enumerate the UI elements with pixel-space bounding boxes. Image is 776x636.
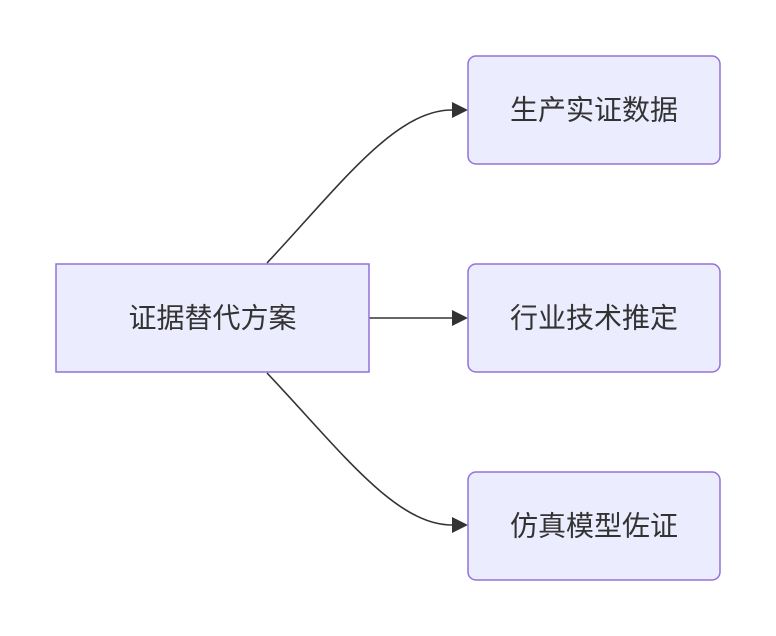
node-c[interactable]: 仿真模型佐证 — [467, 471, 721, 581]
edge-root-to-c — [266, 372, 453, 526]
arrowhead-b — [452, 310, 468, 326]
node-b-label: 行业技术推定 — [510, 302, 678, 335]
node-root[interactable]: 证据替代方案 — [55, 263, 370, 373]
arrowhead-c — [452, 517, 468, 533]
arrowhead-a — [452, 102, 468, 118]
node-c-label: 仿真模型佐证 — [510, 510, 678, 543]
node-c-box — [467, 471, 721, 581]
node-a[interactable]: 生产实证数据 — [467, 55, 721, 165]
node-root-box — [55, 263, 370, 373]
node-b[interactable]: 行业技术推定 — [467, 263, 721, 373]
node-root-label: 证据替代方案 — [128, 302, 296, 335]
edges — [266, 102, 468, 533]
node-b-box — [467, 263, 721, 373]
edge-root-to-a — [266, 109, 453, 264]
node-a-label: 生产实证数据 — [510, 94, 678, 127]
node-a-box — [467, 55, 721, 165]
